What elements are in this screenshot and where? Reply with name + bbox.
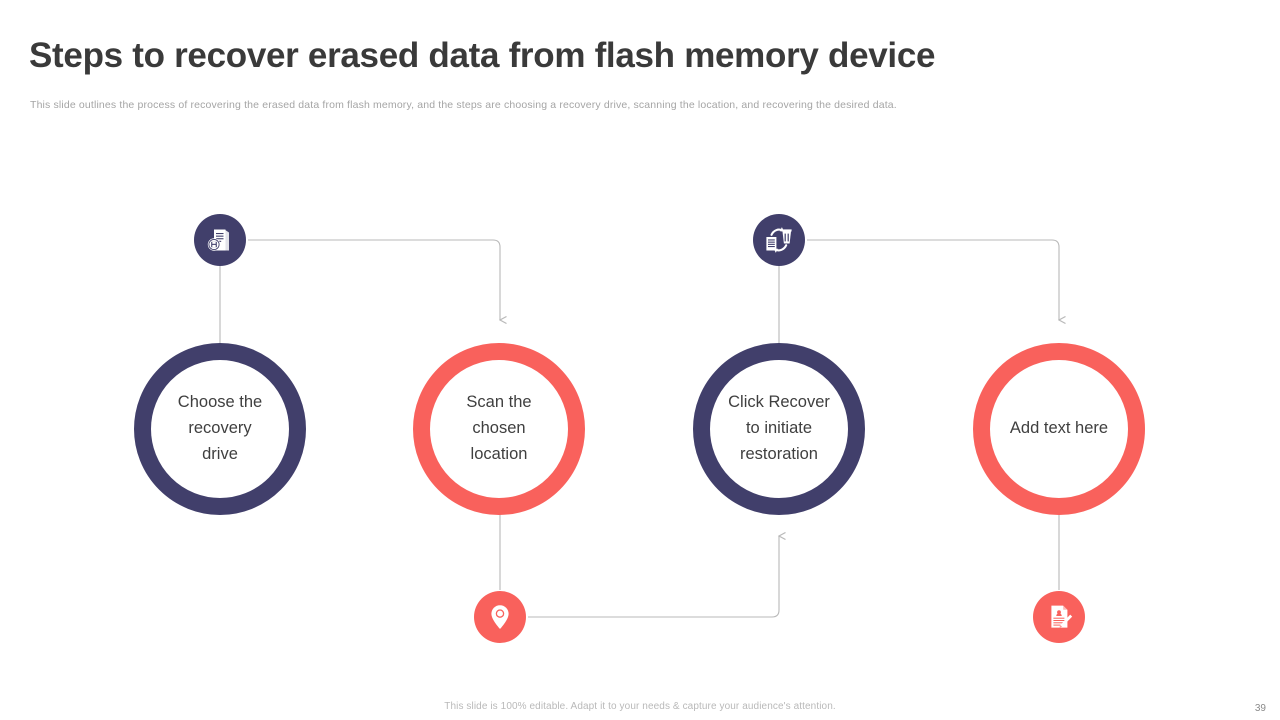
step-3-label: Click Recover to initiate restoration bbox=[728, 393, 830, 463]
trash-restore-icon bbox=[763, 224, 795, 256]
connector-step3-to-step4 bbox=[807, 239, 1059, 320]
connector-step1-to-step2 bbox=[248, 239, 500, 320]
step-1-icon-badge[interactable] bbox=[194, 214, 246, 266]
step-4-ring[interactable]: Add text here bbox=[973, 343, 1145, 515]
step-2-icon-badge[interactable] bbox=[474, 591, 526, 643]
step-1-label: Choose the recovery drive bbox=[177, 393, 263, 463]
page-subtitle: This slide outlines the process of recov… bbox=[30, 99, 897, 111]
editable-note: This slide is 100% editable. Adapt it to… bbox=[444, 701, 836, 712]
step-4-icon-badge[interactable] bbox=[1033, 591, 1085, 643]
step-4-label: Add text here bbox=[1009, 419, 1109, 438]
step-1-ring[interactable]: Choose the recovery drive bbox=[134, 343, 306, 515]
page-number: 39 bbox=[1254, 703, 1266, 714]
connector-step2-to-step3 bbox=[528, 536, 779, 618]
step-2-ring[interactable]: Scan the chosen location bbox=[413, 343, 585, 515]
step-3-icon-badge[interactable] bbox=[753, 214, 805, 266]
page-title: Steps to recover erased data from flash … bbox=[29, 36, 936, 75]
document-edit-icon bbox=[1044, 602, 1074, 632]
step-3-ring[interactable]: Click Recover to initiate restoration bbox=[693, 343, 865, 515]
location-pin-icon bbox=[485, 602, 515, 632]
document-save-icon bbox=[204, 224, 236, 256]
step-2-label: Scan the chosen location bbox=[466, 393, 532, 463]
